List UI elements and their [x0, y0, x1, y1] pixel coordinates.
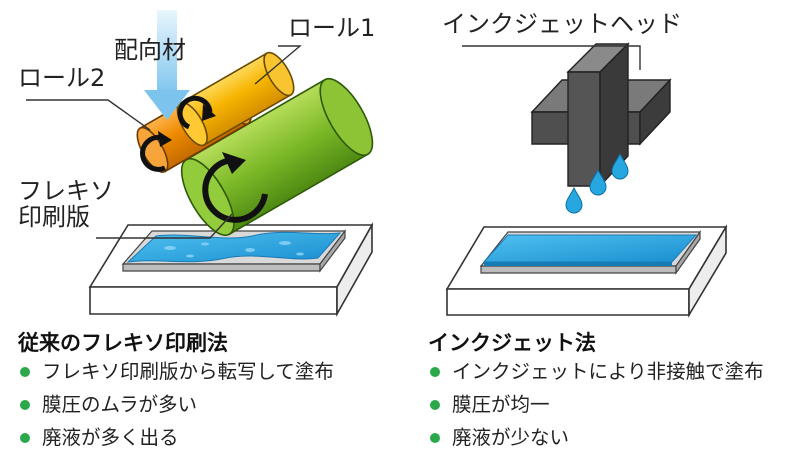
bullet-text: 膜圧のムラが多い [42, 393, 198, 416]
list-item: 膜圧のムラが多い [20, 388, 334, 421]
bullet-text: 廃液が多く出る [42, 426, 179, 449]
film-texture [164, 241, 304, 258]
left-bullet-list: フレキソ印刷版から転写して塗布 膜圧のムラが多い 廃液が多く出る [20, 355, 334, 454]
bullet-text: フレキソ印刷版から転写して塗布 [42, 360, 334, 383]
label-alignment-material: 配向材 [114, 36, 186, 64]
bullet-text: 廃液が少ない [452, 426, 570, 449]
bullet-dot-icon [430, 400, 440, 410]
list-item: インクジェットにより非接触で塗布 [430, 355, 764, 388]
heading-inkjet: インクジェット法 [428, 331, 596, 355]
rotation-arrow-icon [140, 131, 172, 172]
bullet-dot-icon [20, 367, 30, 377]
inkjet-head [530, 42, 672, 188]
label-inkjet-head: インクジェットヘッド [442, 10, 682, 38]
leader-line-inkjet [462, 45, 641, 70]
list-item: 廃液が少ない [430, 421, 764, 454]
rotation-arrow-icon [177, 95, 216, 130]
leader-lines [26, 45, 302, 239]
right-bullet-list: インクジェットにより非接触で塗布 膜圧が均一 廃液が少ない [430, 355, 764, 454]
list-item: フレキソ印刷版から転写して塗布 [20, 355, 334, 388]
left-film-uneven [126, 231, 342, 263]
heading-conventional-flexo: 従来のフレキソ印刷法 [18, 331, 228, 355]
bullet-text: 膜圧が均一 [452, 393, 550, 416]
list-item: 膜圧が均一 [430, 388, 764, 421]
process-diagram [26, 10, 728, 318]
bullet-dot-icon [20, 400, 30, 410]
ink-droplet-icon [565, 152, 629, 214]
down-arrow-icon [144, 10, 190, 120]
label-roll-2: ロール2 [18, 64, 106, 92]
label-flexo-plate: フレキソ 印刷版 [18, 177, 114, 232]
roll-1 [176, 51, 295, 147]
bullet-dot-icon [20, 433, 30, 443]
bullet-text: インクジェットにより非接触で塗布 [452, 360, 764, 383]
bullet-dot-icon [430, 433, 440, 443]
list-item: 廃液が多く出る [20, 421, 334, 454]
right-film-uniform [482, 234, 698, 266]
rotation-arrow-icon [202, 152, 268, 223]
label-roll-1: ロール1 [288, 14, 376, 42]
bullet-dot-icon [430, 367, 440, 377]
